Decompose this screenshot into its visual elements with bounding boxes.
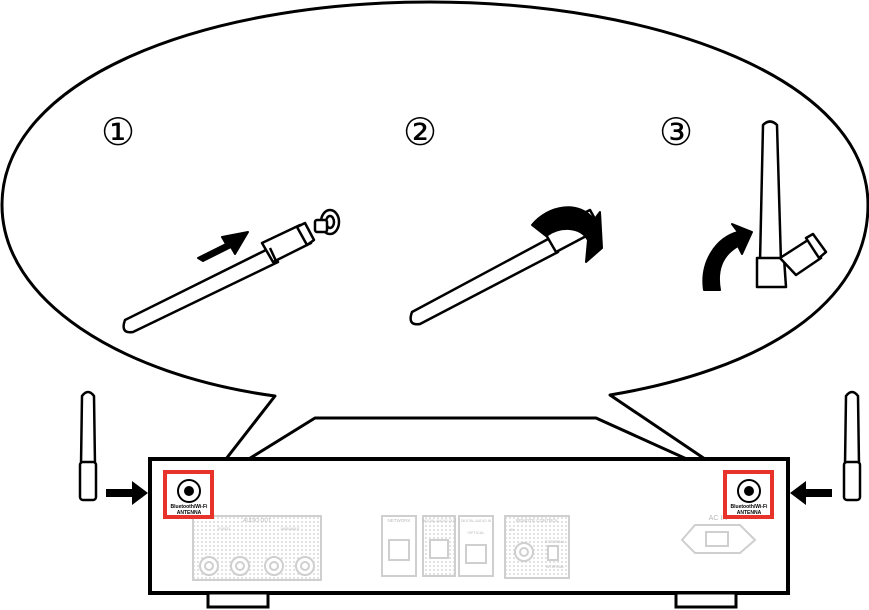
raise-arrow-icon bbox=[702, 223, 753, 291]
optical-label: OPTICAL bbox=[467, 530, 485, 535]
zoom-callout-bubble bbox=[0, 0, 869, 488]
remote-in-label: IN bbox=[510, 527, 514, 532]
left-jack-label-line1: Bluetooth/Wi-Fi bbox=[171, 504, 209, 510]
coaxial-port bbox=[429, 539, 449, 559]
external-label: EXTERNAL bbox=[545, 540, 565, 544]
step-3-antenna bbox=[755, 120, 828, 289]
rear-panel-details: AUDIO OUT FIXED VARIABLE NETWORK DIGITAL… bbox=[192, 515, 757, 581]
step-1-connector bbox=[313, 208, 341, 236]
ac-in-label: AC IN bbox=[709, 515, 728, 522]
digital-audio-out-label: DIGITAL AUDIO OUT bbox=[422, 519, 457, 523]
right-pointer-arrow-icon bbox=[790, 481, 832, 505]
right-foot bbox=[674, 591, 738, 609]
left-antenna-jack: Bluetooth/Wi-Fi ANTENNA bbox=[163, 470, 214, 519]
optical-port bbox=[465, 544, 487, 564]
right-jack-label-line1: Bluetooth/Wi-Fi bbox=[731, 504, 769, 510]
left-pointer-arrow-icon bbox=[106, 481, 148, 505]
network-label: NETWORK bbox=[388, 518, 411, 523]
right-antenna-jack: Bluetooth/Wi-Fi ANTENNA bbox=[723, 470, 774, 519]
right-side-antenna bbox=[842, 390, 862, 502]
step-3-number: ③ bbox=[659, 112, 693, 154]
digital-audio-in-label: DIGITAL AUDIO IN bbox=[461, 519, 492, 523]
audio-out-label: AUDIO OUT bbox=[243, 518, 271, 524]
left-side-antenna bbox=[78, 390, 98, 502]
remote-control-label: REMOTE CONTROL bbox=[516, 518, 559, 523]
left-foot bbox=[206, 591, 270, 609]
right-jack-label-line2: ANTENNA bbox=[737, 510, 762, 516]
step-1-antenna bbox=[122, 221, 316, 334]
step-1-number: ① bbox=[101, 112, 135, 154]
rotate-arrow-icon bbox=[531, 206, 603, 263]
variable-label: VARIABLE bbox=[280, 526, 300, 531]
fixed-label: FIXED bbox=[218, 526, 230, 531]
left-jack-label-line2: ANTENNA bbox=[177, 510, 202, 516]
remote-switch bbox=[547, 545, 559, 561]
network-port bbox=[388, 539, 410, 561]
internal-label: INTERNAL bbox=[546, 565, 565, 569]
step-2-number: ② bbox=[403, 112, 437, 154]
insert-arrow-icon bbox=[197, 231, 249, 262]
